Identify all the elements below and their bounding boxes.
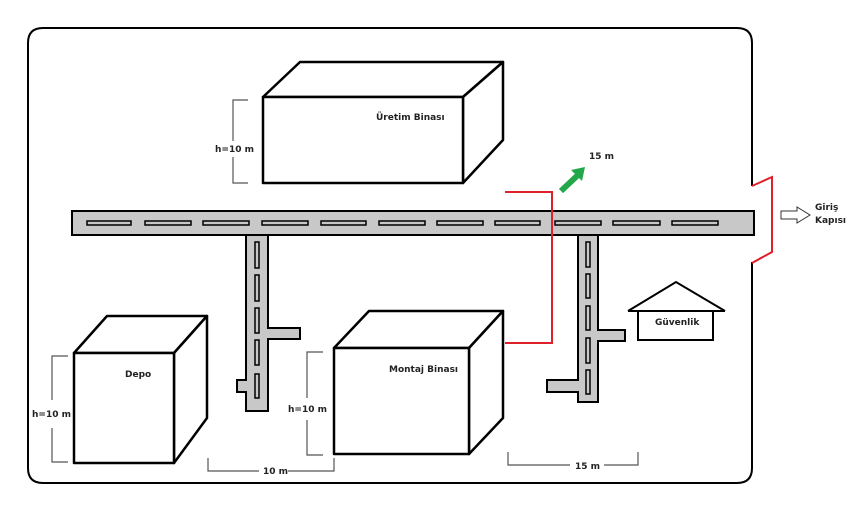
uretim-height: h=10 m: [215, 145, 254, 155]
montaj-height-bracket: [306, 351, 323, 456]
montaj-height: h=10 m: [288, 405, 327, 415]
road-network: [71, 210, 755, 412]
uretim-height-bracket: [232, 99, 248, 184]
main-road-dashes: [86, 220, 719, 226]
road-branch-1: [236, 234, 301, 412]
entrance-arrow-icon: [780, 206, 811, 224]
gap-15m-label: 15 m: [575, 462, 600, 472]
depo-height-bracket: [51, 355, 68, 463]
depo-building: Depo: [72, 314, 209, 465]
arrow-distance-label: 15 m: [589, 152, 614, 162]
guvenlik-label: Güvenlik: [655, 318, 700, 328]
gap-15m-bracket: [507, 452, 639, 466]
gap-10m-bracket: [207, 458, 335, 472]
montaj-building: Montaj Binası: [332, 309, 505, 456]
branch-1-dashes: [254, 241, 260, 399]
gap-10m-label: 10 m: [263, 467, 288, 477]
entrance-label-1: Giriş: [815, 203, 838, 213]
uretim-building: Üretim Binası: [261, 60, 505, 185]
entrance-gate: [751, 175, 773, 264]
red-boundary-line: [505, 191, 553, 344]
depo-label: Depo: [125, 370, 151, 380]
green-arrow-icon: [558, 167, 585, 194]
montaj-label: Montaj Binası: [389, 365, 458, 375]
depo-height: h=10 m: [32, 410, 71, 420]
uretim-label: Üretim Binası: [376, 112, 445, 123]
entrance-label-2: Kapısı: [815, 216, 846, 226]
site-boundary: [27, 27, 753, 484]
guvenlik-building: Güvenlik: [627, 280, 726, 341]
branch-2-dashes: [585, 241, 591, 395]
